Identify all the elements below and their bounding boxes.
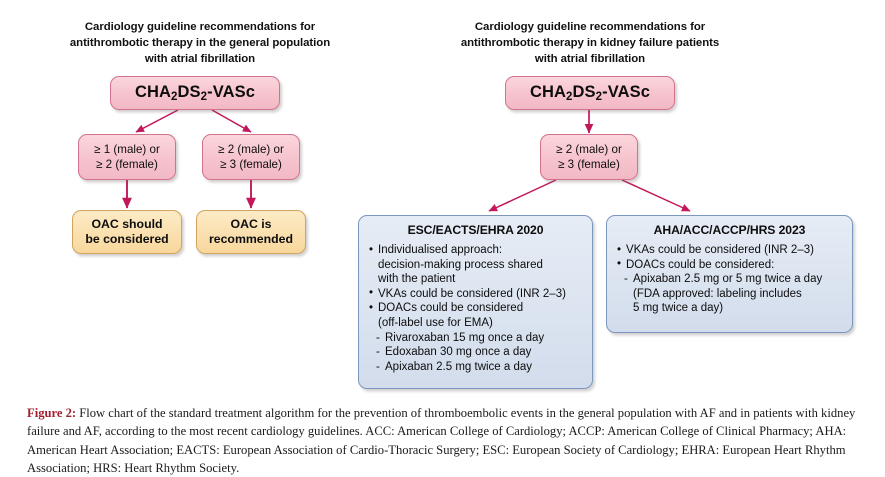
left-panel-title: Cardiology guideline recommendations for… xyxy=(69,21,331,65)
left-outcome-node-1: OAC should be considered xyxy=(72,210,182,254)
left-criteria-node-1: ≥ 1 (male) or ≥ 2 (female) xyxy=(78,134,176,180)
guideline-box-esc-list: Individualised approach: decision-making… xyxy=(359,243,592,374)
list-item: VKAs could be considered (INR 2–3) xyxy=(617,243,844,258)
guideline-box-esc: ESC/EACTS/EHRA 2020 Individualised appro… xyxy=(358,215,593,389)
right-root-node-label: CHA2DS2-VASc xyxy=(529,82,651,104)
list-item: Apixaban 2.5 mg twice a day xyxy=(369,360,584,375)
right-panel-title: Cardiology guideline recommendations for… xyxy=(460,21,720,65)
guideline-box-aha-list: VKAs could be considered (INR 2–3) DOACs… xyxy=(607,243,852,316)
list-item: DOACs could be considered: xyxy=(617,257,844,273)
left-root-node-label: CHA2DS2-VASc xyxy=(134,82,256,104)
left-criteria-node-2: ≥ 2 (male) or ≥ 3 (female) xyxy=(202,134,300,180)
arrow-left-root-to-criteria-1 xyxy=(135,109,179,133)
list-item: Edoxaban 30 mg once a day xyxy=(369,345,584,360)
left-outcome-node-2: OAC is recommended xyxy=(196,210,306,254)
list-item: Apixaban 2.5 mg or 5 mg twice a day (FDA… xyxy=(617,272,844,316)
figure-caption-text: Flow chart of the standard treatment alg… xyxy=(27,406,856,475)
figure-caption: Figure 2: Flow chart of the standard tre… xyxy=(27,404,865,477)
right-criteria-node-1: ≥ 2 (male) or ≥ 3 (female) xyxy=(540,134,638,180)
list-item: DOACs could be considered (off-label use… xyxy=(369,301,584,330)
figure-caption-label: Figure 2: xyxy=(27,406,77,420)
arrow-right-criteria-to-aha xyxy=(621,179,691,212)
guideline-box-esc-heading: ESC/EACTS/EHRA 2020 xyxy=(407,223,544,237)
left-root-node-chads-vasc: CHA2DS2-VASc xyxy=(110,76,280,110)
arrow-right-criteria-to-esc xyxy=(488,179,557,212)
guideline-box-aha-heading: AHA/ACC/ACCP/HRS 2023 xyxy=(653,223,806,237)
list-item: VKAs could be considered (INR 2–3) xyxy=(369,286,584,302)
guideline-box-aha: AHA/ACC/ACCP/HRS 2023 VKAs could be cons… xyxy=(606,215,853,333)
list-item: Rivaroxaban 15 mg once a day xyxy=(369,331,584,346)
arrow-left-root-to-criteria-2 xyxy=(211,109,252,133)
right-root-node-chads-vasc: CHA2DS2-VASc xyxy=(505,76,675,110)
list-item: Individualised approach: decision-making… xyxy=(369,243,584,287)
